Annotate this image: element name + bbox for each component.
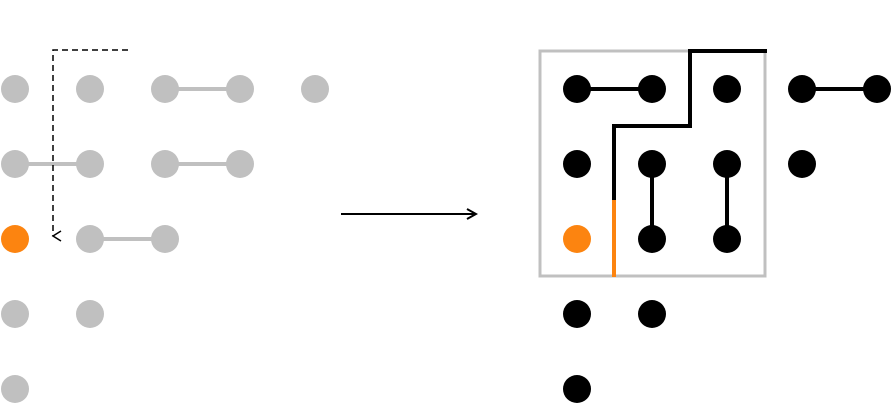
right-node-active-13 — [638, 300, 666, 328]
right-node-active-6 — [638, 150, 666, 178]
right-node-active-10 — [638, 225, 666, 253]
left-node-inactive-13 — [76, 300, 104, 328]
right-node-active-11 — [713, 225, 741, 253]
left-node-inactive-3 — [226, 75, 254, 103]
right-node-active-12 — [563, 300, 591, 328]
left-node-inactive-14 — [1, 375, 29, 403]
dashed-scan-path — [51, 49, 128, 242]
selection-frame — [538, 49, 767, 278]
left-node-inactive-5 — [1, 150, 29, 178]
right-nodes — [563, 75, 891, 403]
right-node-active-2 — [713, 75, 741, 103]
left-node-inactive-12 — [1, 300, 29, 328]
right-node-active-1 — [638, 75, 666, 103]
right-node-active-0 — [563, 75, 591, 103]
right-node-active-5 — [563, 150, 591, 178]
right-grid-panel — [538, 49, 891, 403]
right-node-active-4 — [863, 75, 891, 103]
left-node-inactive-1 — [76, 75, 104, 103]
left-edges — [15, 87, 240, 241]
left-node-inactive-8 — [226, 150, 254, 178]
left-node-inactive-7 — [151, 150, 179, 178]
right-node-highlight-9 — [563, 225, 591, 253]
left-node-inactive-11 — [151, 225, 179, 253]
left-nodes — [1, 75, 329, 403]
left-node-inactive-6 — [76, 150, 104, 178]
left-node-inactive-2 — [151, 75, 179, 103]
left-node-inactive-0 — [1, 75, 29, 103]
right-node-active-8 — [788, 150, 816, 178]
right-node-active-3 — [788, 75, 816, 103]
right-node-active-7 — [713, 150, 741, 178]
left-node-highlight-9 — [1, 225, 29, 253]
left-grid-panel — [1, 49, 329, 403]
right-node-active-14 — [563, 375, 591, 403]
boundary-staircase-path — [612, 49, 767, 200]
left-node-inactive-4 — [301, 75, 329, 103]
left-node-inactive-10 — [76, 225, 104, 253]
